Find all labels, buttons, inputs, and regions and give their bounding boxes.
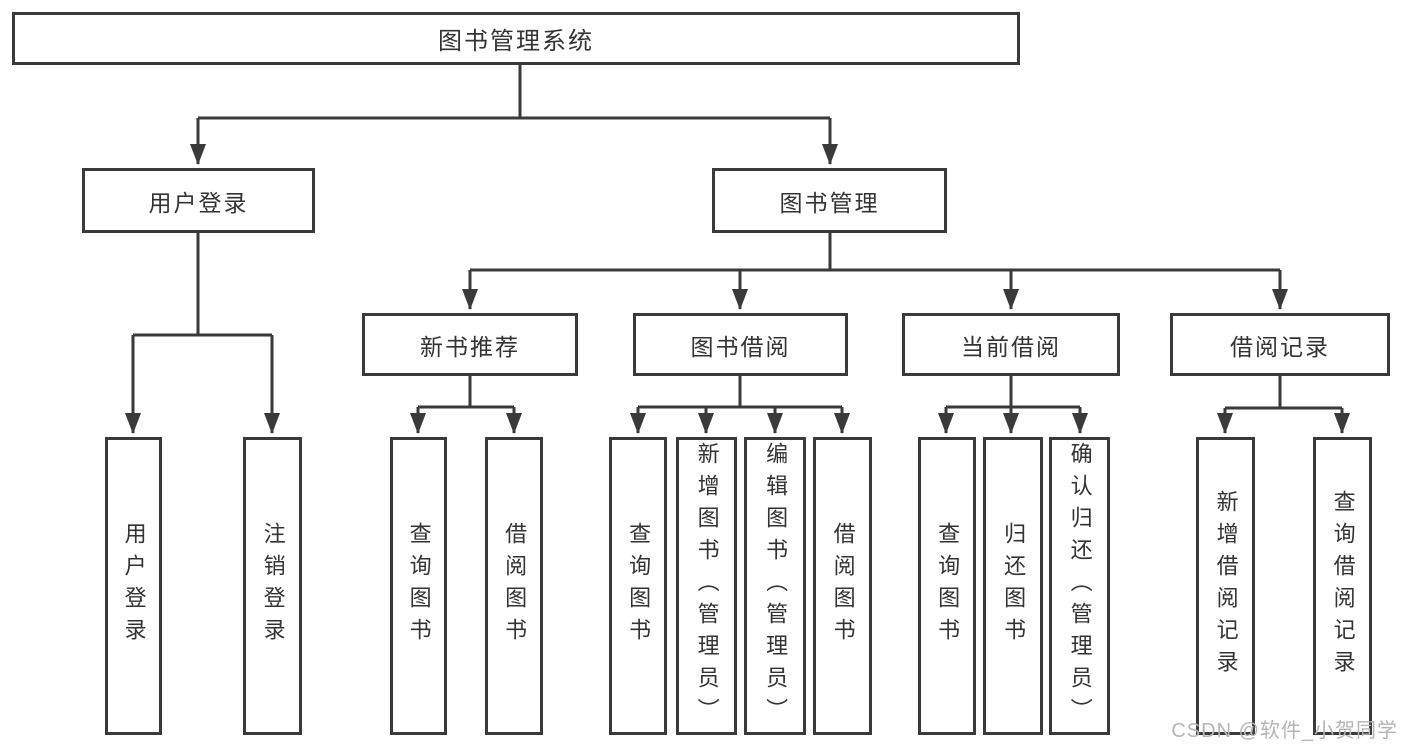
leaf-add-borrow-record: 新增借阅记录 <box>1196 437 1255 735</box>
leaf-borrow-books-recommend: 借阅图书 <box>485 437 543 735</box>
leaf-borrow-books: 借阅图书 <box>813 437 872 735</box>
node-new-book-recommend: 新书推荐 <box>362 313 578 376</box>
leaf-return-books: 归还图书 <box>983 437 1043 735</box>
leaf-confirm-return-admin: 确认归还（管理员） <box>1049 437 1110 735</box>
node-current-borrow: 当前借阅 <box>902 313 1120 376</box>
leaf-edit-books-admin: 编辑图书（管理员） <box>744 437 806 735</box>
leaf-user-login: 用户登录 <box>105 437 162 735</box>
leaf-query-borrow-record: 查询借阅记录 <box>1313 437 1372 735</box>
node-library-management-system: 图书管理系统 <box>12 12 1020 65</box>
leaf-logout: 注销登录 <box>243 437 302 735</box>
leaf-add-books-admin: 新增图书（管理员） <box>676 437 737 735</box>
leaf-query-books-current: 查询图书 <box>918 437 976 735</box>
node-borrow-records: 借阅记录 <box>1170 313 1390 376</box>
node-book-borrow: 图书借阅 <box>633 313 848 376</box>
node-book-management: 图书管理 <box>712 168 947 233</box>
node-user-login: 用户登录 <box>82 168 315 233</box>
leaf-query-books-recommend: 查询图书 <box>390 437 447 735</box>
leaf-query-books-borrow: 查询图书 <box>609 437 667 735</box>
